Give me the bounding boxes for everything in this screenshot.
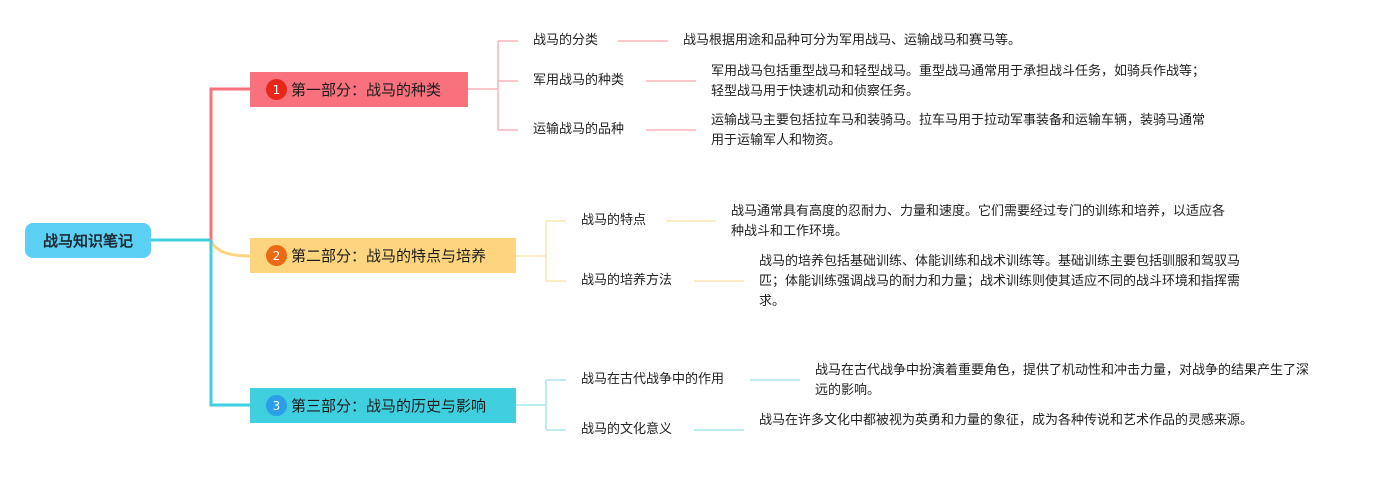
section-1-item-3-detail: 运输战马主要包括拉车马和装骑马。拉车马用于拉动军事装备和运输车辆，装骑马通常用于… bbox=[711, 113, 1206, 148]
section-3-item-1-detail: 战马在古代战争中扮演着重要角色，提供了机动性和冲击力量，对战争的结果产生了深远的… bbox=[815, 363, 1310, 398]
section-1-leaf-lines bbox=[618, 40, 696, 131]
section-1-item-1-label[interactable]: 战马的分类 bbox=[533, 33, 599, 48]
branch-line-2 bbox=[209, 239, 251, 258]
section-3-leaf-lines bbox=[694, 379, 800, 431]
section-2-item-1-label[interactable]: 战马的特点 bbox=[581, 213, 647, 228]
section-1-item-1-detail: 战马根据用途和品种可分为军用战马、运输战马和赛马等。 bbox=[683, 33, 1022, 48]
section-3-node[interactable]: 3 第三部分：战马的历史与影响 bbox=[250, 388, 516, 423]
section-2-item-2-label[interactable]: 战马的培养方法 bbox=[581, 273, 673, 288]
section-3-item-2-detail: 战马在许多文化中都被视为英勇和力量的象征，成为各种传说和艺术作品的灵感来源。 bbox=[759, 413, 1254, 428]
section-2-item-2-detail: 战马的培养包括基础训练、体能训练和战术训练等。基础训练主要包括驯服和驾驭马匹；体… bbox=[759, 254, 1241, 309]
section-3-item-1-label[interactable]: 战马在古代战争中的作用 bbox=[581, 372, 725, 387]
section-2-bracket bbox=[516, 220, 566, 282]
section-2-number-badge: 2 bbox=[266, 245, 287, 266]
branch-line-3 bbox=[209, 240, 250, 407]
section-1-node[interactable]: 1 第一部分：战马的种类 bbox=[250, 72, 468, 107]
section-2-leaf-lines bbox=[666, 220, 744, 282]
section-3-bracket bbox=[516, 379, 566, 431]
root-node[interactable]: 战马知识笔记 bbox=[25, 223, 151, 258]
section-3-label: 第三部分：战马的历史与影响 bbox=[291, 397, 487, 415]
section-3-item-2-label[interactable]: 战马的文化意义 bbox=[581, 422, 673, 437]
section-1-item-3-label[interactable]: 运输战马的品种 bbox=[533, 122, 625, 137]
section-1-item-2-detail: 军用战马包括重型战马和轻型战马。重型战马通常用于承担战斗任务，如骑兵作战等；轻型… bbox=[711, 64, 1206, 99]
root-label: 战马知识笔记 bbox=[42, 232, 133, 250]
section-1-item-2-label[interactable]: 军用战马的种类 bbox=[533, 73, 625, 88]
section-1-number-badge: 1 bbox=[266, 79, 287, 100]
section-1-bracket bbox=[468, 40, 518, 131]
section-2-node[interactable]: 2 第二部分：战马的特点与培养 bbox=[250, 238, 516, 273]
section-3-number-badge: 3 bbox=[266, 395, 287, 416]
branch-line-1 bbox=[209, 87, 250, 240]
section-1-label: 第一部分：战马的种类 bbox=[291, 81, 442, 99]
section-2-item-1-detail: 战马通常具有高度的忍耐力、力量和速度。它们需要经过专门的训练和培养，以适应各种战… bbox=[731, 204, 1226, 239]
section-2-label: 第二部分：战马的特点与培养 bbox=[291, 247, 487, 265]
